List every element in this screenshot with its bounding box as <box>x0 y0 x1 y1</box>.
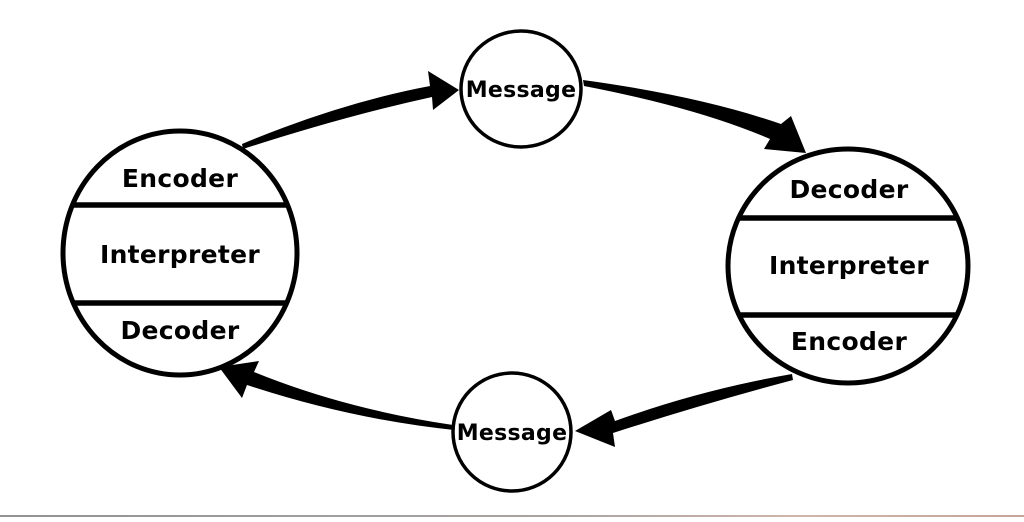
right-node-section-top-label: Decoder <box>790 175 909 204</box>
arrow-right-to-bottom-message <box>575 374 793 447</box>
left-node-section-top-label: Encoder <box>122 164 239 193</box>
arrow-top-message-to-right <box>583 80 806 153</box>
bottom-message-label: Message <box>457 421 568 446</box>
top-message-circle <box>459 29 583 149</box>
arrow-left-to-top-message <box>242 71 459 149</box>
bottom-message-circle <box>451 371 573 493</box>
right-node: Decoder Interpreter Encoder <box>725 146 971 386</box>
left-node-section-middle-label: Interpreter <box>100 240 260 269</box>
left-node-section-bottom-label: Decoder <box>121 316 240 345</box>
right-node-section-middle-label: Interpreter <box>769 251 929 280</box>
top-message-label: Message <box>466 78 577 103</box>
right-node-section-bottom-label: Encoder <box>791 327 908 356</box>
top-message-node: Message <box>459 29 583 149</box>
left-node-circle <box>60 128 300 378</box>
scan-artifact-line <box>0 515 1024 517</box>
bottom-message-node: Message <box>451 371 573 493</box>
arrow-bottom-message-to-left <box>219 361 454 430</box>
right-node-circle <box>725 146 971 386</box>
left-node: Encoder Interpreter Decoder <box>60 128 300 378</box>
